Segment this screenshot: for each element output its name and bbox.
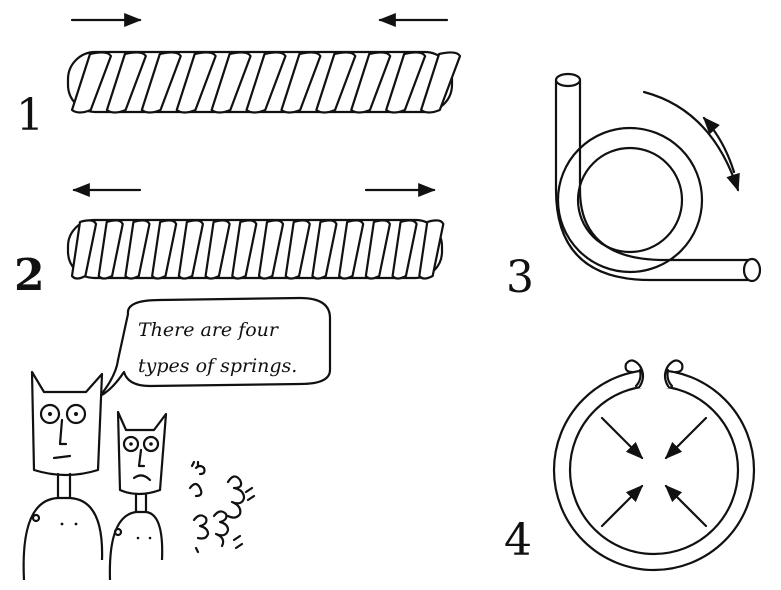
extension-spring-coil-turn [311, 219, 338, 280]
mini-spring-doodles [188, 460, 256, 554]
twist-arrow [642, 90, 740, 192]
extension-spring-coil-turn [284, 219, 311, 280]
short-character-mouth [132, 474, 152, 482]
short-character [108, 410, 168, 581]
extension-spring-panel: 2 [14, 182, 445, 301]
mini-spring-1 [188, 460, 206, 498]
tall-character-neck [56, 472, 72, 502]
torsion-spring-vertical-leg [554, 78, 752, 282]
torsion-coil-inner [576, 146, 684, 254]
short-character-eye-left [122, 435, 140, 453]
compression-spring-coil-turn [385, 51, 427, 114]
mini-spring-2 [226, 475, 256, 519]
compression-spring-coil-turn [280, 51, 322, 114]
squeeze-arrow-se [664, 484, 708, 528]
twist-arrow-return [702, 116, 736, 174]
tall-character-eye-left [39, 403, 61, 425]
tall-character-pupil-right [74, 412, 78, 416]
panel-number-1: 1 [16, 90, 44, 141]
speech-bubble [98, 296, 332, 398]
tall-character-pupil-left [48, 412, 52, 416]
compression-spring [66, 50, 462, 114]
tall-character [22, 370, 104, 581]
torsion-coil-outer [556, 126, 704, 274]
short-character-nose [137, 448, 146, 468]
ring-inner [568, 384, 740, 556]
extension-spring-coil-turn [124, 219, 151, 280]
compression-spring-coil-turn [105, 51, 147, 114]
ring-spring-panel: 4 [504, 359, 756, 572]
compression-spring-coil-turn [350, 51, 392, 114]
tall-character-eye-right [65, 403, 87, 425]
short-character-dot-2 [148, 536, 152, 540]
tall-character-body [22, 496, 104, 581]
compression-spring-coil-turn [175, 51, 217, 114]
compression-spring-panel: 1 [16, 12, 462, 141]
torsion-spring-panel: 3 [506, 72, 762, 303]
short-character-dot-1 [136, 536, 140, 540]
compression-spring-coil-turn [140, 51, 182, 114]
squeeze-arrow-sw [600, 484, 644, 528]
extension-spring [66, 218, 445, 280]
compression-spring-coil-turn [419, 51, 462, 114]
short-character-body [108, 510, 164, 581]
extension-spring-coil-turn [151, 219, 178, 280]
compression-spring-coil-turn [70, 51, 113, 114]
extension-spring-coil-turn [364, 219, 391, 280]
speech-text-line1: There are four [138, 319, 280, 341]
short-character-neck [134, 492, 148, 516]
torsion-leg-top-cap [554, 72, 582, 88]
extension-spring-coil-turn [338, 219, 365, 280]
squeeze-arrow-nw [600, 416, 644, 460]
panel-number-4: 4 [504, 515, 532, 566]
mini-spring-4 [212, 510, 244, 550]
short-character-eye-right [142, 435, 160, 453]
short-character-pupil-right [149, 442, 153, 446]
tall-character-mouth [52, 454, 72, 460]
extension-spring-coil-turn [97, 219, 124, 280]
tall-character-dot-1 [60, 522, 64, 526]
extension-spring-coil-turn [177, 219, 204, 280]
speech-text-line2: types of springs. [138, 355, 297, 377]
extension-spring-coil-turn [418, 219, 445, 280]
short-character-button [113, 527, 123, 537]
extension-spring-coil-turn [257, 219, 285, 280]
extension-spring-coil-turn [204, 219, 231, 280]
panel-number-2: 2 [14, 250, 45, 301]
compression-spring-coil-turn [210, 51, 252, 114]
tall-character-nose [58, 418, 68, 446]
extension-spring-coil-turn [70, 219, 98, 280]
tall-character-head [30, 370, 104, 477]
ring-outer [552, 368, 756, 572]
ring-curl-right [663, 359, 684, 388]
extension-spring-coil-turn [231, 219, 258, 280]
comic-scene: There are four types of springs. [22, 296, 332, 581]
mini-spring-3 [192, 514, 210, 554]
panel-number-3: 3 [506, 252, 534, 303]
tall-character-button [31, 513, 41, 523]
tall-character-dot-2 [74, 522, 78, 526]
ring-curl-left [624, 359, 645, 388]
compression-spring-coil-turn [315, 51, 357, 114]
compression-spring-coil-turn [245, 51, 287, 114]
short-character-pupil-left [129, 442, 133, 446]
torsion-leg-end-cap [742, 257, 762, 283]
short-character-head [116, 410, 168, 496]
extension-spring-coil-turn [391, 219, 418, 280]
squeeze-arrow-ne [664, 416, 708, 460]
